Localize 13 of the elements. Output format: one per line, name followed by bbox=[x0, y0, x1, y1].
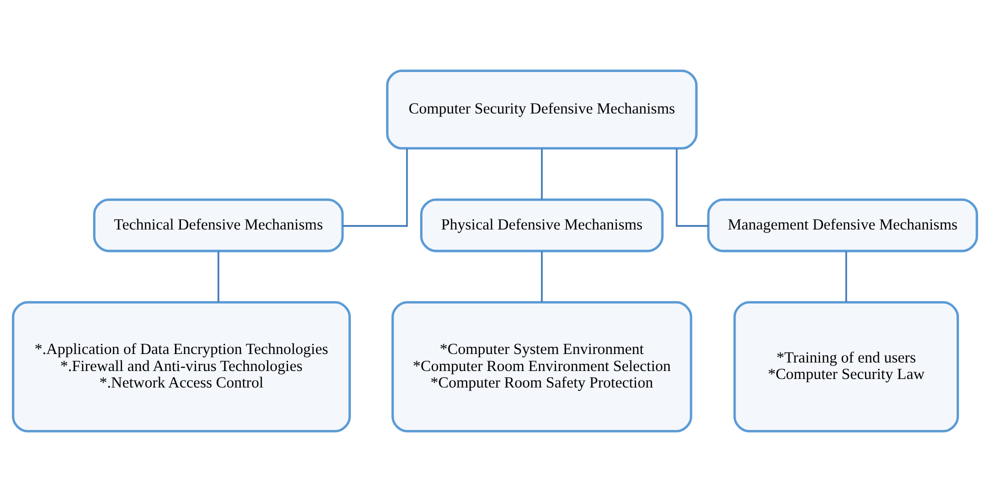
node-box: *Computer System Environment *Computer Room Environment Selection *Computer Room Safety Protection bbox=[391, 301, 692, 432]
node-box: Computer Security Defensive Mechanisms bbox=[386, 70, 698, 150]
connector bbox=[845, 251, 848, 302]
node-box: Physical Defensive Mechanisms bbox=[420, 198, 664, 252]
node-box: Technical Defensive Mechanisms bbox=[93, 198, 344, 252]
connector bbox=[676, 148, 708, 227]
connector bbox=[218, 251, 220, 302]
node-box: *Training of end users *Computer Security Law bbox=[733, 301, 959, 432]
connector bbox=[342, 148, 408, 227]
node-box: *.Application of Data Encryption Technologies *.Firewall and Anti-virus Technologies *.Network Access Control bbox=[12, 301, 351, 432]
connector bbox=[540, 148, 543, 200]
node-box: Management Defensive Mechanisms bbox=[707, 198, 978, 252]
connector bbox=[540, 251, 543, 302]
